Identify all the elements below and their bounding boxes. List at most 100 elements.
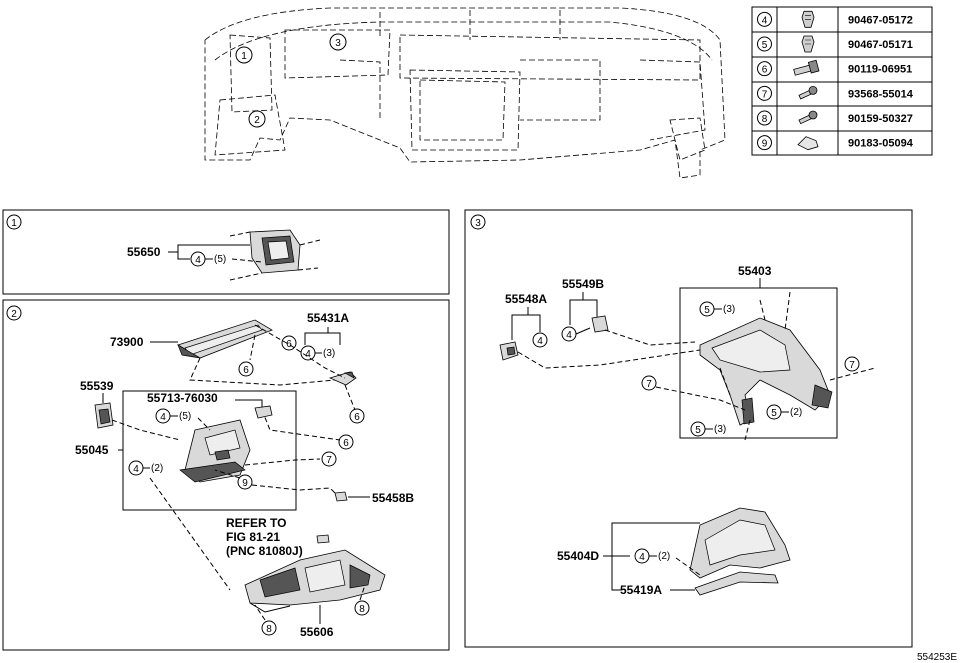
part-55045-shape[interactable] (179, 419, 251, 483)
part-55549B-shape[interactable] (591, 315, 609, 333)
panel2-callout-4b-qty: (5) (179, 411, 191, 422)
fastener-table: 4 90467-05172 5 90467-05171 6 90119-06951 7 935… (751, 6, 933, 156)
fastener-ref: 9 (762, 139, 768, 150)
panel2-callout-8a[interactable]: 8 (266, 624, 272, 635)
refer-note-line3: (PNC 81080J) (226, 544, 303, 558)
fastener-row[interactable]: 4 90467-05172 (757, 10, 913, 28)
panel3-callout-7b[interactable]: 7 (646, 379, 652, 390)
panel2-callout-4a[interactable]: 4 (305, 349, 311, 360)
panel3-callout-4d-qty: (2) (658, 551, 670, 562)
panel3-callout-4d[interactable]: 4 (639, 552, 645, 563)
part-55403-label[interactable]: 55403 (738, 264, 772, 278)
refer-note-line1: REFER TO (226, 516, 286, 530)
fastener-part-number: 90183-05094 (848, 138, 914, 150)
panel-2-number: 2 (11, 309, 17, 320)
panel-3-number: 3 (475, 218, 481, 229)
overview-callout-1-text: 1 (241, 51, 247, 62)
part-55548A-label[interactable]: 55548A (505, 292, 547, 306)
clip-icon (801, 35, 815, 53)
panel2-callout-4c-qty: (2) (151, 463, 163, 474)
part-55431A-shape[interactable] (328, 371, 357, 386)
panel2-callout-9[interactable]: 9 (242, 478, 248, 489)
fastener-ref: 5 (762, 40, 768, 51)
refer-part-shape[interactable] (316, 534, 330, 544)
panel2-callout-6b[interactable]: 6 (243, 365, 249, 376)
part-55045-label[interactable]: 55045 (75, 443, 109, 457)
fastener-ref-circle (757, 11, 772, 27)
part-55404D-shape[interactable] (689, 507, 791, 579)
panel2-callout-4b[interactable]: 4 (160, 412, 166, 423)
panel1-callout-4[interactable]: 4 (195, 255, 201, 266)
part-55713-shape[interactable] (254, 405, 273, 419)
part-55419A-label[interactable]: 55419A (620, 583, 662, 597)
fastener-part-number: 90467-05172 (848, 14, 913, 26)
part-73900-label[interactable]: 73900 (110, 335, 144, 349)
panel3-callout-5b[interactable]: 5 (771, 408, 777, 419)
fastener-row[interactable]: 7 93568-55014 (757, 85, 914, 101)
fastener-ref: 6 (762, 65, 768, 76)
part-55713-label[interactable]: 55713-76030 (147, 391, 218, 405)
part-55431A-label[interactable]: 55431A (307, 311, 349, 325)
part-55539-label[interactable]: 55539 (80, 379, 114, 393)
part-55403-shape[interactable] (699, 317, 833, 426)
panel2-callout-6a[interactable]: 6 (286, 339, 292, 350)
panel2-callout-6d[interactable]: 6 (343, 438, 349, 449)
fastener-ref: 7 (762, 89, 768, 100)
screw-icon (798, 110, 818, 125)
part-55549B-label[interactable]: 55549B (562, 277, 604, 291)
panel3-callout-4b[interactable]: 4 (566, 330, 572, 341)
fastener-row[interactable]: 6 90119-06951 (757, 59, 913, 77)
panel2-callout-4a-qty: (3) (323, 348, 335, 359)
fastener-ref-circle (757, 135, 772, 151)
part-73900-shape[interactable] (177, 319, 273, 359)
part-55458B-label[interactable]: 55458B (372, 491, 414, 505)
fastener-part-number: 90119-06951 (848, 64, 912, 76)
panel2-callout-4c[interactable]: 4 (133, 464, 139, 475)
part-55404D-label[interactable]: 55404D (557, 549, 599, 563)
nut-clip-icon (797, 136, 819, 151)
fastener-row[interactable]: 8 90159-50327 (757, 110, 913, 126)
dashboard-overview (204, 7, 726, 179)
fastener-ref-circle (757, 36, 772, 52)
bolt-icon (793, 59, 820, 76)
panel-1: 1 55650 4 (5) (2, 209, 450, 295)
fastener-ref: 8 (762, 114, 768, 125)
fastener-part-number: 93568-55014 (848, 88, 914, 100)
clip-icon (801, 10, 815, 28)
part-55606-label[interactable]: 55606 (300, 625, 334, 639)
panel3-callout-5c[interactable]: 5 (695, 425, 701, 436)
vent-55650-shape[interactable] (229, 229, 321, 281)
diagram-id: 554253E (917, 652, 957, 663)
panel3-callout-5a-qty: (3) (723, 304, 735, 315)
panel-1-number: 1 (11, 218, 17, 229)
part-55539-shape[interactable] (94, 402, 114, 429)
overview-callout-1[interactable]: 1 (235, 46, 253, 64)
panel2-callout-6c[interactable]: 6 (354, 412, 360, 423)
part-55650-label[interactable]: 55650 (127, 245, 161, 259)
screw-icon (798, 85, 818, 100)
fastener-row[interactable]: 5 90467-05171 (757, 35, 913, 53)
panel-3: 3 55548A 4 55549B 4 55403 5 (3) (464, 209, 913, 648)
part-55606-shape[interactable] (244, 549, 386, 613)
part-55458B-shape[interactable] (334, 491, 348, 502)
panel3-callout-5b-qty: (2) (790, 407, 802, 418)
panel3-callout-4a[interactable]: 4 (537, 336, 543, 347)
fastener-part-number: 90159-50327 (848, 113, 913, 125)
panel3-callout-5a[interactable]: 5 (704, 305, 710, 316)
panel3-callout-7a[interactable]: 7 (849, 360, 855, 371)
panel3-callout-5c-qty: (3) (714, 424, 726, 435)
fastener-row[interactable]: 9 90183-05094 (757, 135, 914, 151)
part-55548A-shape[interactable] (499, 341, 519, 361)
fastener-ref-circle (757, 85, 772, 101)
fastener-ref: 4 (762, 15, 768, 26)
fastener-ref-circle (757, 61, 772, 77)
panel2-callout-7[interactable]: 7 (326, 455, 332, 466)
overview-callout-2[interactable]: 2 (248, 110, 266, 128)
part-55419A-shape[interactable] (694, 571, 779, 596)
panel-2: 2 73900 55431A 6 4 (3) 6 6 6 55539 (2, 299, 450, 651)
fastener-part-number: 90467-05171 (848, 39, 913, 51)
overview-callout-3[interactable]: 3 (329, 33, 347, 51)
panel1-callout-qty: (5) (214, 254, 226, 265)
panel2-callout-8b[interactable]: 8 (359, 604, 365, 615)
